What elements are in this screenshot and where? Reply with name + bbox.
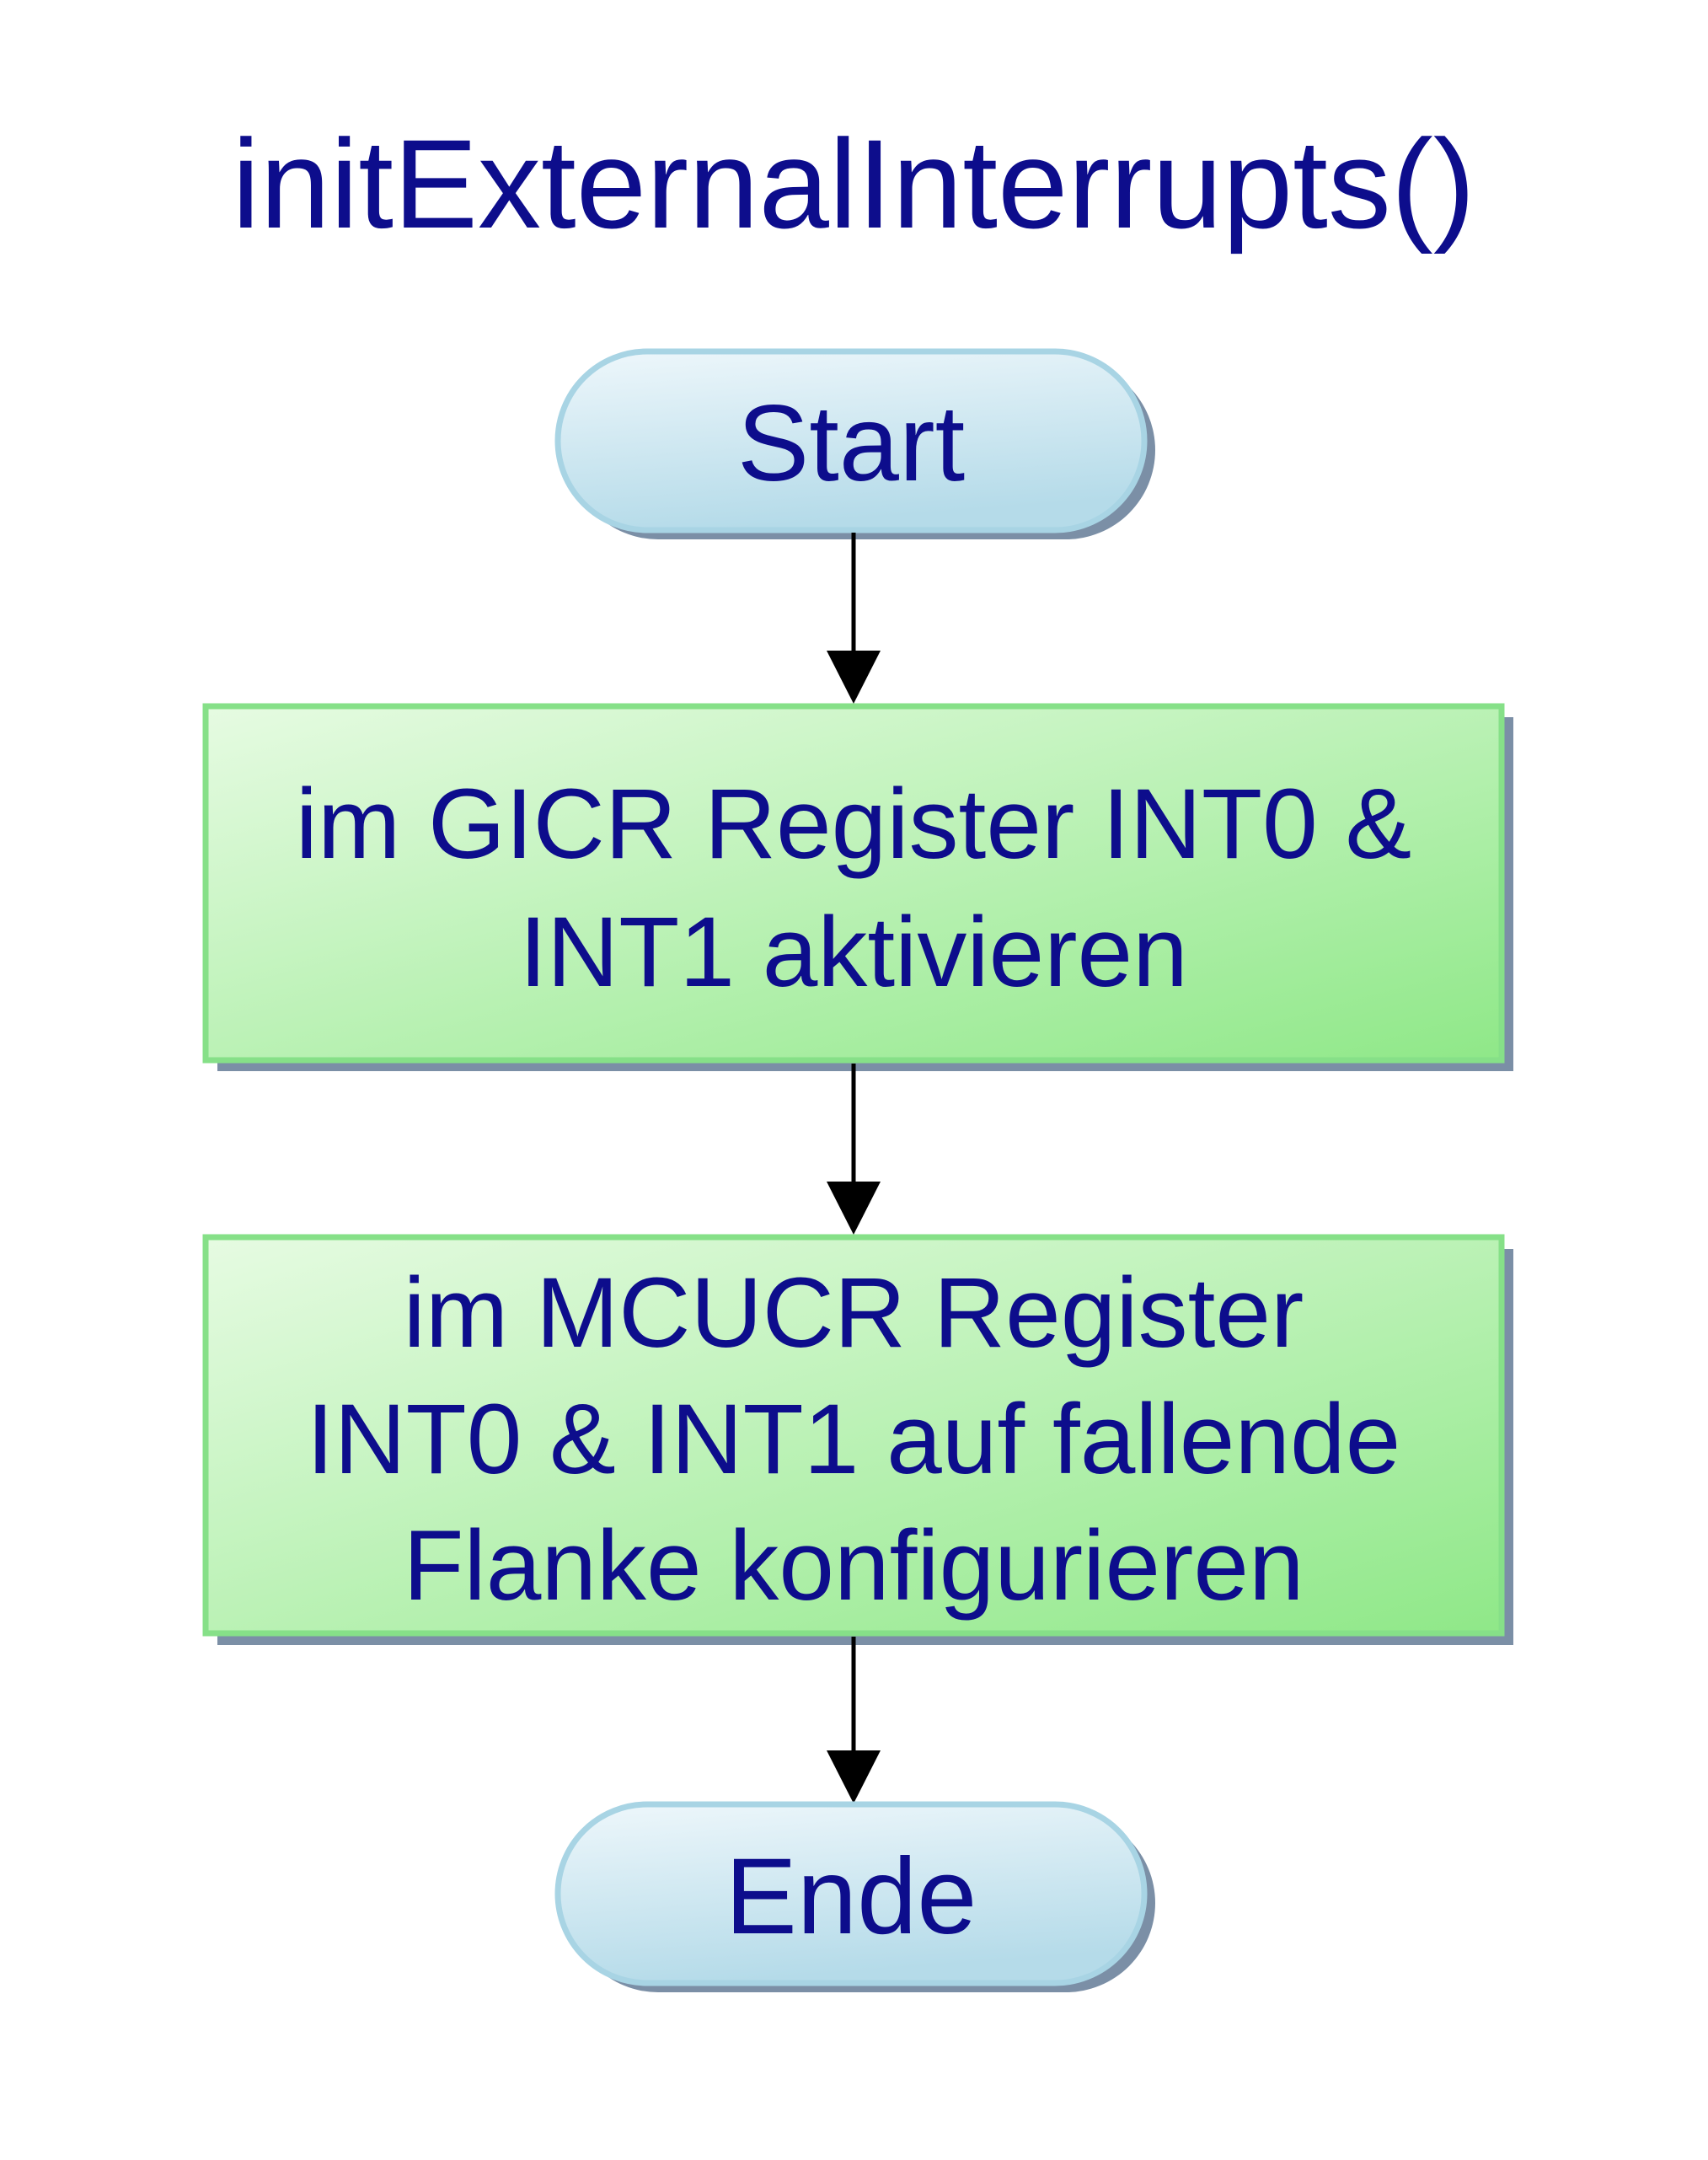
arrow-step1-to-step2 xyxy=(827,1064,881,1235)
process-node-mcucr-line-1: im MCUCR Register xyxy=(404,1257,1304,1369)
end-node-shape xyxy=(554,1801,1148,1986)
process-node-gicr-line-2: INT1 aktivieren xyxy=(519,897,1188,1008)
start-node-shape xyxy=(554,348,1148,533)
process-node-mcucr-shape xyxy=(202,1234,1505,1637)
arrow-start-to-step1 xyxy=(827,533,881,704)
start-node-label: Start xyxy=(737,383,965,504)
end-node-label: Ende xyxy=(725,1836,977,1957)
process-node-mcucr: im MCUCR Register INT0 & INT1 auf fallen… xyxy=(202,1234,1513,1645)
process-node-mcucr-line-3: Flanke konfigurieren xyxy=(403,1510,1304,1621)
process-node-gicr: im GICR Register INT0 & INT1 aktivieren xyxy=(202,703,1513,1071)
arrow-step2-to-end xyxy=(827,1637,881,1804)
end-node: Ende xyxy=(554,1801,1155,1992)
diagram-title: initExternalInterrupts() xyxy=(232,113,1475,255)
start-node: Start xyxy=(554,348,1155,539)
process-node-gicr-line-1: im GICR Register INT0 & xyxy=(296,769,1411,880)
process-node-mcucr-line-2: INT0 & INT1 auf fallende xyxy=(307,1384,1401,1495)
process-node-gicr-shape xyxy=(202,703,1505,1064)
